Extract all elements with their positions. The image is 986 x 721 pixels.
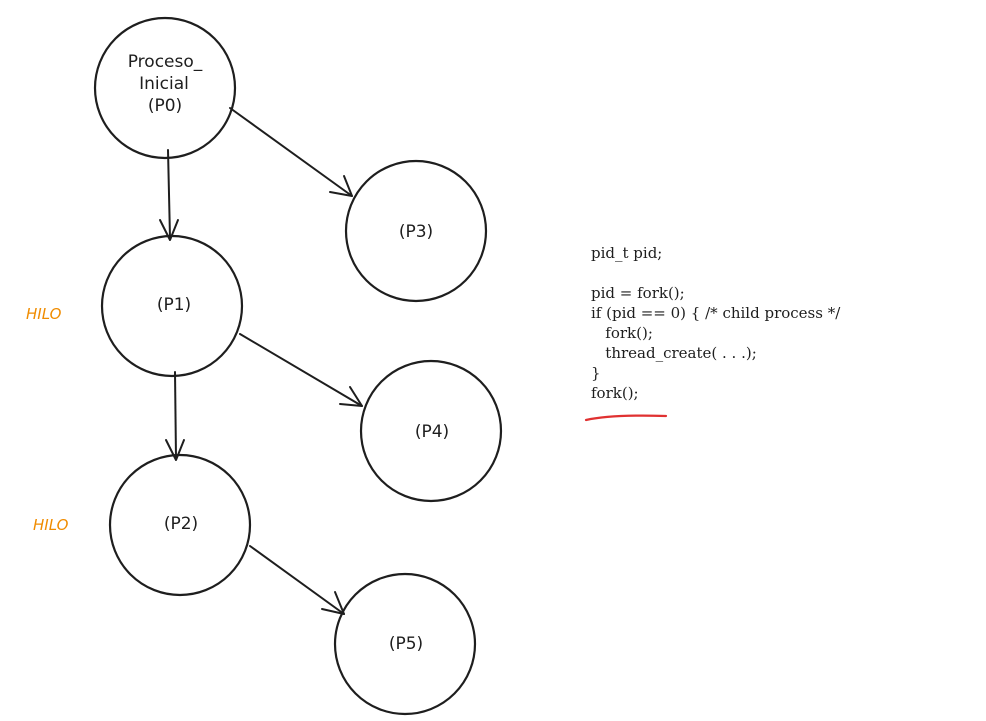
node-p5-label: (P5) [389, 634, 423, 654]
code-line-2 [591, 263, 840, 283]
node-p3-label: (P3) [399, 222, 433, 242]
edge-p1-p2 [165, 371, 185, 461]
node-p0: Proceso_ Inicial (P0) [93, 16, 237, 160]
code-line-1: pid_t pid; [591, 244, 663, 262]
edge-p0-p1 [159, 149, 179, 241]
node-p0-line2: Inicial [139, 74, 189, 94]
hilo-label-p2: HILO [33, 516, 69, 534]
code-line-7: } [591, 364, 601, 382]
node-p4-label: (P4) [415, 422, 449, 442]
edge-p2-p5 [249, 545, 345, 615]
node-p1-label: (P1) [157, 295, 191, 315]
edge-p1-p4 [239, 333, 363, 407]
node-p4: (P4) [359, 359, 503, 503]
node-p5: (P5) [333, 572, 477, 716]
code-line-4: if (pid == 0) { /* child process */ [591, 304, 841, 322]
edge-p0-p3 [229, 107, 353, 197]
node-p1: (P1) [100, 234, 244, 378]
node-p3: (P3) [344, 159, 488, 303]
code-line-6: thread_create( . . .); [591, 344, 757, 362]
node-p0-line1: Proceso_ [128, 52, 203, 72]
code-line-5: fork(); [591, 324, 653, 342]
code-line-3: pid = fork(); [591, 284, 685, 302]
hilo-label-p1: HILO [26, 305, 62, 323]
code-snippet: pid_t pid; pid = fork(); if (pid == 0) {… [591, 243, 840, 403]
node-p2: (P2) [108, 453, 252, 597]
code-line-8: fork(); [591, 384, 639, 402]
node-p0-line3: (P0) [148, 96, 182, 116]
red-underline [584, 414, 668, 422]
node-p2-label: (P2) [164, 514, 198, 534]
